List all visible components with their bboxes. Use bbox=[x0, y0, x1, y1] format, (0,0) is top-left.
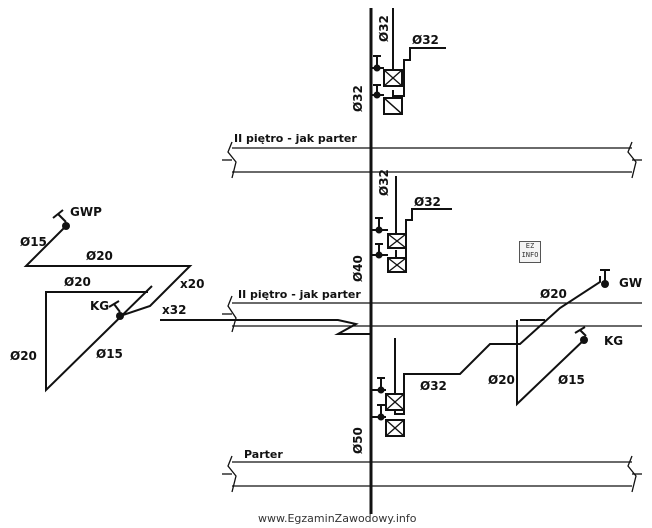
riser-dia-bottom: Ø50 bbox=[351, 427, 365, 454]
riser-dia-mid: Ø40 bbox=[351, 255, 365, 282]
floor-slab-middle bbox=[222, 295, 642, 333]
left-mid-dia: Ø20 bbox=[64, 275, 91, 289]
left-left-dia: Ø20 bbox=[10, 349, 37, 363]
floor-label-second: II piętro - jak parter bbox=[234, 132, 357, 145]
floor-label-first: II piętro - jak parter bbox=[238, 288, 361, 301]
left-x32: x32 bbox=[162, 303, 186, 317]
riser-dia-upper: Ø32 bbox=[351, 85, 365, 112]
branch-dia-mid-right: Ø32 bbox=[414, 195, 441, 209]
left-kg-label: KG bbox=[90, 299, 109, 313]
left-top-dia: Ø20 bbox=[86, 249, 113, 263]
left-diag-dia: Ø15 bbox=[96, 347, 123, 361]
ez-info-logo: EZ INFO bbox=[519, 241, 541, 263]
right-diag-dia: Ø15 bbox=[558, 373, 585, 387]
riser-dia-mid-branch: Ø32 bbox=[377, 169, 391, 196]
floor-slab-upper bbox=[222, 141, 642, 179]
floor-label-ground: Parter bbox=[244, 448, 283, 461]
right-left-dia: Ø20 bbox=[488, 373, 515, 387]
right-kg-label: KG bbox=[604, 334, 623, 348]
gwp-dia: Ø15 bbox=[20, 235, 47, 249]
gwp-label: GWP bbox=[70, 205, 102, 219]
branch-dia-low-right: Ø32 bbox=[420, 379, 447, 393]
left-x20: x20 bbox=[180, 277, 204, 291]
kg-outlet-left bbox=[116, 312, 124, 320]
fitting-group-top bbox=[371, 8, 446, 115]
left-loop bbox=[23, 209, 371, 393]
branch-dia-top-right: Ø32 bbox=[412, 33, 439, 47]
gw-label: GW bbox=[619, 276, 642, 290]
fitting-group-ground bbox=[371, 276, 601, 437]
kg-outlet-right bbox=[580, 336, 588, 344]
right-top-dia: Ø20 bbox=[540, 287, 567, 301]
riser-dia-top: Ø32 bbox=[377, 15, 391, 42]
watermark[interactable]: www.EgzaminZawodowy.info bbox=[258, 512, 417, 525]
floor-slab-lower bbox=[222, 455, 642, 493]
fitting-group-middle bbox=[371, 176, 452, 273]
right-loop bbox=[516, 269, 610, 407]
gwp-outlet bbox=[62, 222, 70, 230]
logo-line-1: EZ bbox=[525, 242, 535, 250]
logo-line-2: INFO bbox=[521, 251, 539, 259]
